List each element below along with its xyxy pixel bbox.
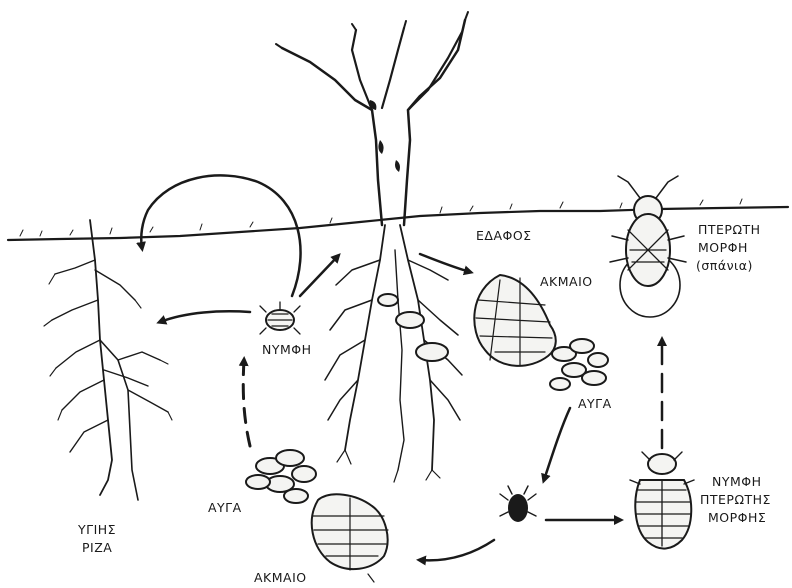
winged-nymph-icon (630, 452, 694, 549)
label-winged-line2: ΜΟΡΦΗ (698, 240, 748, 255)
label-adult-top: ΑΚΜΑΙΟ (540, 274, 593, 289)
label-nymph-winged-line2: ΠΤΕΡΩΤΗΣ (700, 492, 771, 507)
eggs-cluster-bottom (246, 450, 316, 503)
vine-trunk (276, 12, 468, 225)
eggs-cluster-top (550, 339, 608, 390)
label-adult-bottom: ΑΚΜΑΙΟ (254, 570, 307, 585)
label-nymph-winged-line1: ΝΥΜΦΗ (712, 474, 762, 489)
label-soil: ΕΔΑΦΟΣ (476, 228, 532, 243)
healthy-root (44, 220, 172, 500)
soil-line (8, 199, 788, 240)
label-winged-line1: ΠΤΕΡΩΤΗ (698, 222, 761, 237)
label-nymph-left: ΝΥΜΦΗ (262, 342, 312, 357)
winged-adult-icon (610, 176, 686, 317)
crawler-nymph-icon (500, 486, 536, 522)
label-winged-line3: (σπάνια) (696, 258, 753, 273)
label-healthy-root-line2: ΡΙΖΑ (82, 540, 112, 555)
label-eggs-bottom: ΑΥΓΑ (208, 500, 242, 515)
adult-bottom-icon (312, 494, 388, 582)
nymph-icon (260, 302, 300, 334)
label-eggs-right: ΑΥΓΑ (578, 396, 612, 411)
label-healthy-root-line1: ΥΓΙΗΣ (77, 522, 116, 537)
label-nymph-winged-line3: ΜΟΡΦΗΣ (708, 510, 766, 525)
